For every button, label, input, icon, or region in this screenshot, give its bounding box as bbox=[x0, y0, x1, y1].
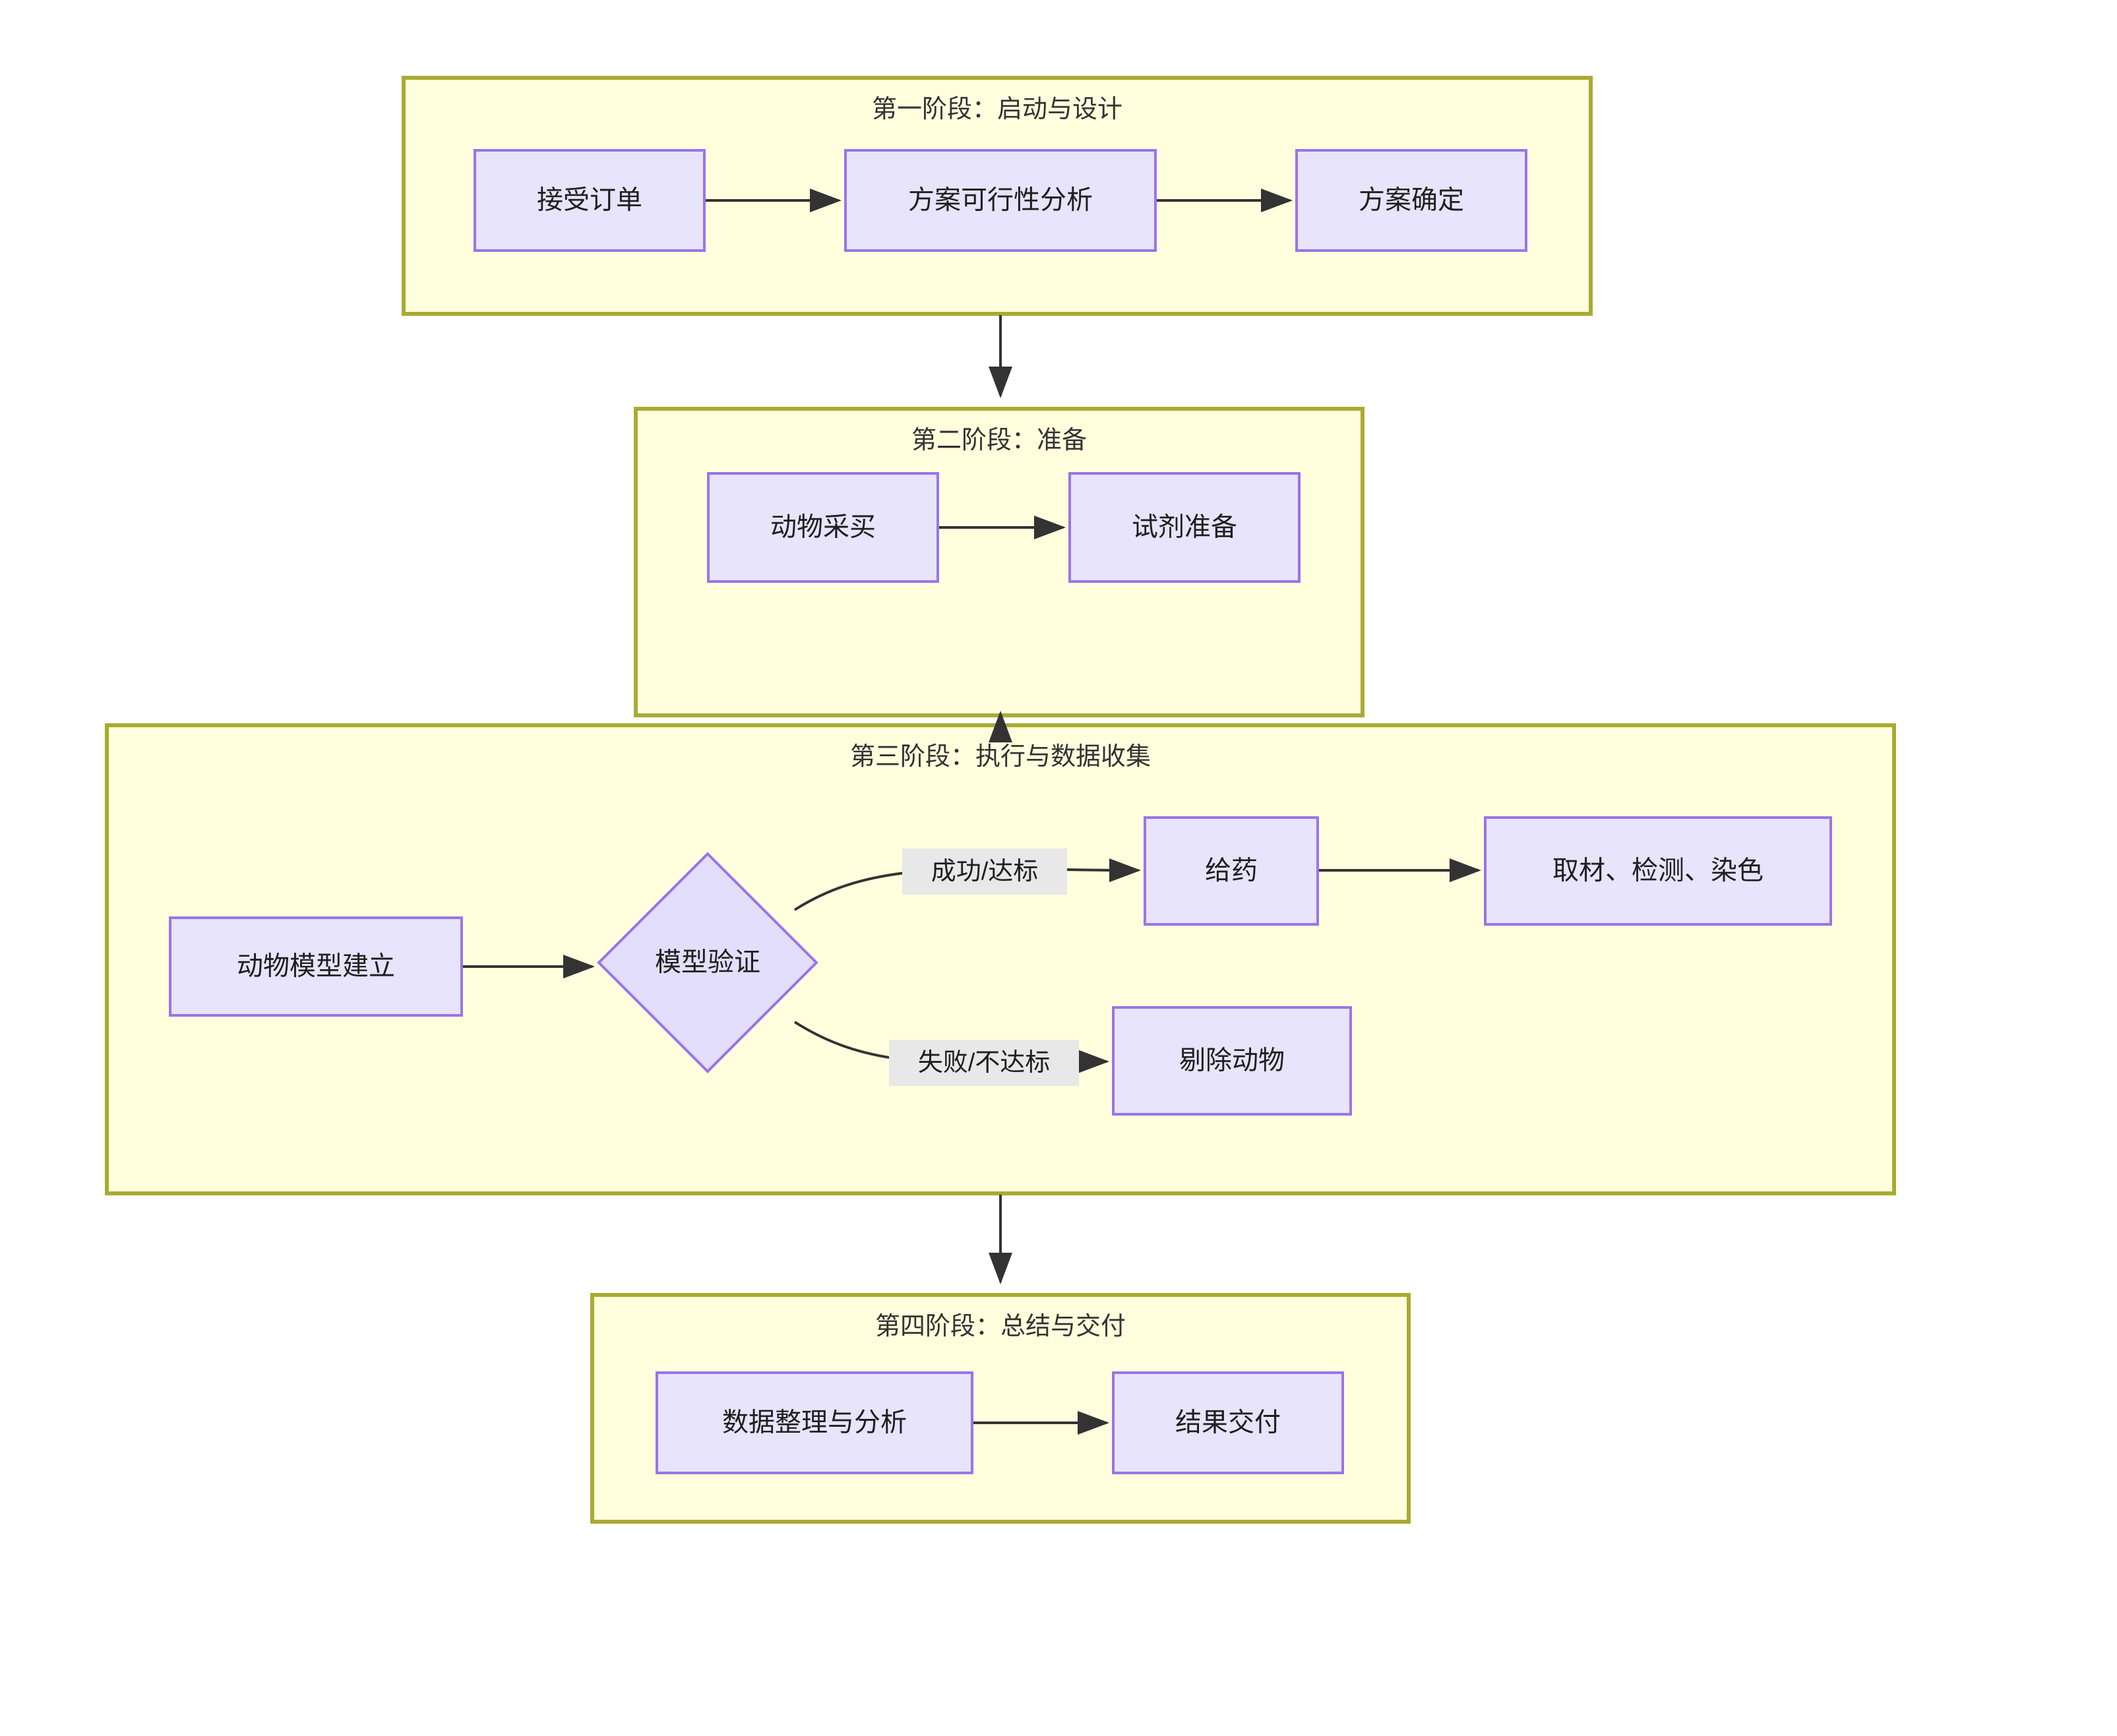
cluster-title: 第二阶段：准备 bbox=[911, 427, 1087, 454]
edge-label-n7-n8: 成功/达标 bbox=[902, 849, 1067, 895]
process-shape[interactable] bbox=[707, 472, 939, 583]
edge-label-text: 失败/不达标 bbox=[918, 1049, 1051, 1077]
node-label: 试剂准备 bbox=[1132, 513, 1237, 542]
edge-label-plate bbox=[902, 849, 1067, 895]
node-label: 剔除动物 bbox=[1179, 1046, 1285, 1075]
process-shape[interactable] bbox=[1112, 1371, 1344, 1474]
node-label: 动物采买 bbox=[770, 513, 876, 542]
node-n1[interactable]: 接受订单 bbox=[474, 149, 706, 252]
edge-label-plate bbox=[889, 1040, 1079, 1086]
process-shape[interactable] bbox=[1295, 149, 1527, 252]
node-label: 方案可行性分析 bbox=[908, 186, 1093, 215]
process-shape[interactable] bbox=[1144, 816, 1319, 926]
decision-shape[interactable] bbox=[597, 852, 818, 1073]
node-label: 给药 bbox=[1205, 856, 1258, 885]
process-shape[interactable] bbox=[844, 149, 1157, 252]
node-label: 模型验证 bbox=[655, 948, 760, 977]
node-n5[interactable]: 试剂准备 bbox=[1068, 472, 1301, 583]
node-n7[interactable]: 模型验证 bbox=[597, 852, 818, 1073]
node-label: 接受订单 bbox=[537, 186, 642, 215]
node-label: 结果交付 bbox=[1175, 1408, 1281, 1437]
process-shape[interactable] bbox=[656, 1371, 973, 1474]
cluster-title: 第四阶段：总结与交付 bbox=[875, 1313, 1126, 1340]
node-label: 动物模型建立 bbox=[237, 952, 395, 981]
edge-label-n7-n10: 失败/不达标 bbox=[889, 1040, 1079, 1086]
process-shape[interactable] bbox=[1068, 472, 1301, 583]
process-shape[interactable] bbox=[474, 149, 706, 252]
node-n10[interactable]: 剔除动物 bbox=[1112, 1006, 1352, 1116]
process-shape[interactable] bbox=[1112, 1006, 1352, 1116]
process-shape[interactable] bbox=[1484, 816, 1832, 926]
node-n11[interactable]: 数据整理与分析 bbox=[656, 1371, 973, 1474]
node-label: 数据整理与分析 bbox=[722, 1408, 907, 1437]
edge-label-text: 成功/达标 bbox=[931, 858, 1039, 885]
cluster-title: 第三阶段：执行与数据收集 bbox=[850, 743, 1151, 771]
node-label: 取材、检测、染色 bbox=[1552, 856, 1764, 885]
node-n4[interactable]: 动物采买 bbox=[707, 472, 939, 583]
node-n2[interactable]: 方案可行性分析 bbox=[844, 149, 1157, 252]
node-n3[interactable]: 方案确定 bbox=[1295, 149, 1527, 252]
node-n8[interactable]: 给药 bbox=[1144, 816, 1319, 926]
node-n6[interactable]: 动物模型建立 bbox=[169, 916, 463, 1017]
node-n12[interactable]: 结果交付 bbox=[1112, 1371, 1344, 1474]
node-label: 方案确定 bbox=[1359, 186, 1464, 215]
cluster-title: 第一阶段：启动与设计 bbox=[872, 96, 1122, 123]
node-n9[interactable]: 取材、检测、染色 bbox=[1484, 816, 1832, 926]
process-shape[interactable] bbox=[169, 916, 463, 1017]
